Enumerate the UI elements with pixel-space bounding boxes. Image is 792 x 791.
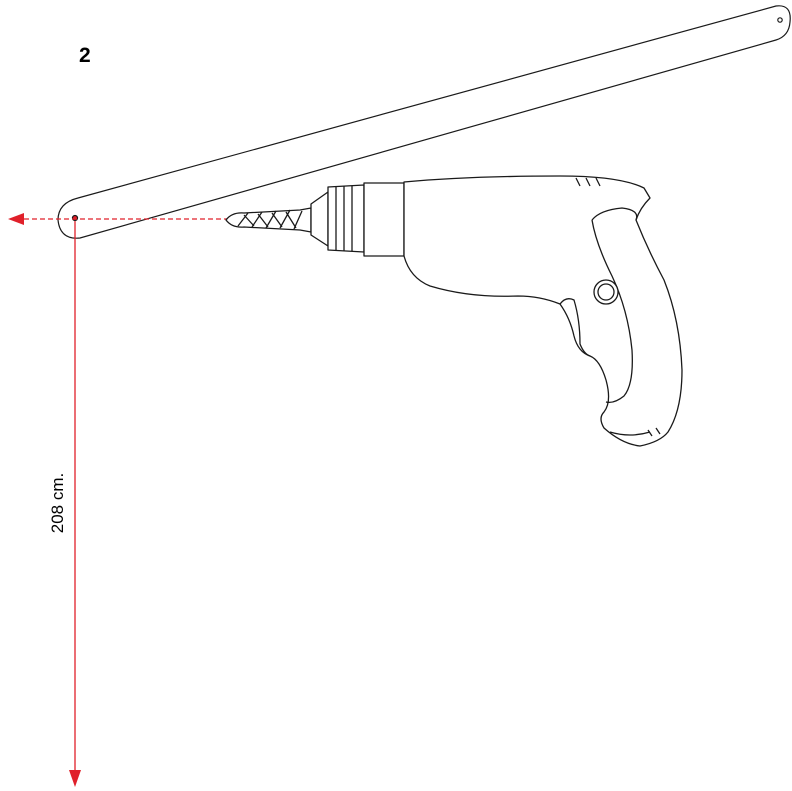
board-hole-top	[777, 17, 783, 23]
horizontal-guide	[8, 213, 228, 225]
measurement-label: 208 cm.	[48, 472, 67, 534]
board-hole-bottom	[71, 214, 79, 222]
drill-body	[403, 175, 683, 447]
step-number: 2	[79, 44, 91, 67]
drill-chuck	[310, 191, 329, 247]
drill-bit	[225, 207, 312, 233]
drill	[225, 175, 683, 447]
arrowhead-left-icon	[8, 213, 24, 225]
board	[57, 5, 791, 239]
vertical-measure-line	[69, 221, 81, 787]
arrowhead-down-icon	[69, 770, 81, 787]
